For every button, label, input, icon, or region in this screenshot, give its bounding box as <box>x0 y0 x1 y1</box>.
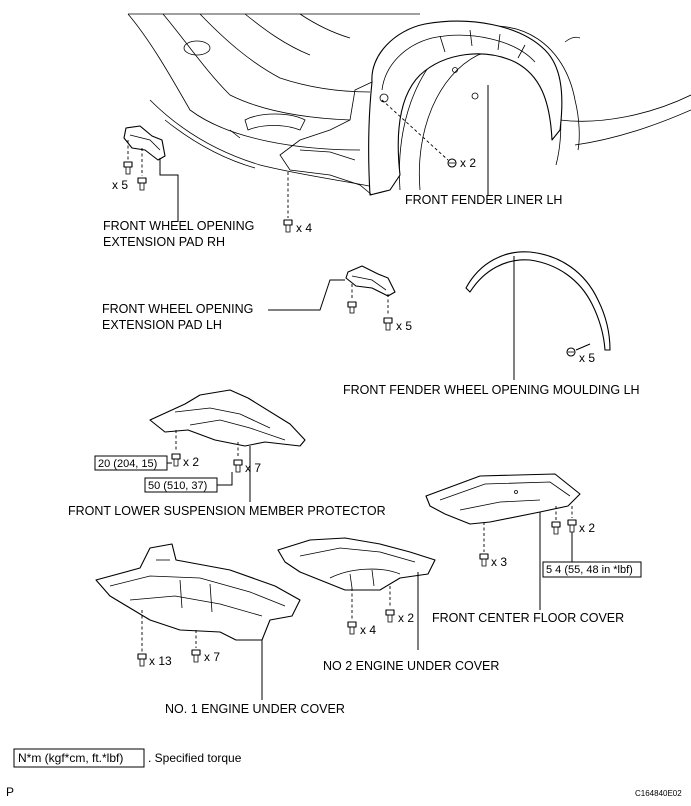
ext-pad-lh-label-1: FRONT WHEEL OPENING <box>102 302 253 316</box>
protector-count-b: x 7 <box>245 461 261 475</box>
suspension-protector-part <box>149 389 306 447</box>
pad-lh-screw-icon <box>347 301 393 331</box>
legend-unit-text: N*m (kgf*cm, ft.*lbf) <box>18 751 123 765</box>
no2-engine-under-cover-label: NO 2 ENGINE UNDER COVER <box>323 659 499 673</box>
torque-protector-b: 50 (510, 37) <box>148 480 207 492</box>
no1-bolt-icon <box>137 649 201 667</box>
suspension-protector-label: FRONT LOWER SUSPENSION MEMBER PROTECTOR <box>68 504 386 518</box>
torque-b-connector <box>217 472 233 486</box>
car-front-body-illustration <box>127 13 691 196</box>
liner-clip-count: x 2 <box>460 156 476 170</box>
pad-rh-screw-icon <box>123 161 147 191</box>
ext-pad-rh-label-2: EXTENSION PAD RH <box>103 235 225 249</box>
moulding-clip-count: x 5 <box>579 351 595 365</box>
liner-bottom-count: x 4 <box>296 221 312 235</box>
torque-protector-a: 20 (204, 15) <box>98 458 157 470</box>
pad-rh-leader <box>159 158 179 222</box>
floor-cover-count-b: x 2 <box>579 521 595 535</box>
no2-count-a: x 4 <box>360 623 376 637</box>
legend-unit-box <box>13 748 145 768</box>
no1-engine-under-cover-part <box>95 543 301 641</box>
footer-left-mark: P <box>6 785 14 799</box>
no2-engine-under-cover-part <box>277 537 436 591</box>
floor-cover-count-a: x 3 <box>491 555 507 569</box>
figure-id: C164840E02 <box>635 789 682 798</box>
moulding-clip-tick <box>575 343 591 351</box>
legend-description: . Specified torque <box>148 751 242 765</box>
pad-lh-leader <box>268 279 345 311</box>
no1-count-a: x 13 <box>149 654 172 668</box>
moulding-label: FRONT FENDER WHEEL OPENING MOULDING LH <box>343 383 640 397</box>
no1-engine-under-cover-label: NO. 1 ENGINE UNDER COVER <box>165 702 345 716</box>
protector-count-a: x 2 <box>183 455 199 469</box>
front-center-floor-cover-part <box>425 473 581 525</box>
extension-pad-rh-part <box>123 125 166 161</box>
moulding-clip-icon <box>566 347 576 357</box>
pad-lh-count: x 5 <box>396 319 412 333</box>
liner-clip-icon <box>447 158 457 168</box>
ext-pad-rh-label-1: FRONT WHEEL OPENING <box>103 219 254 233</box>
torque-box-floor-cover <box>542 561 642 578</box>
liner-bottom-clip-icon <box>283 219 293 233</box>
front-fender-liner-label: FRONT FENDER LINER LH <box>405 193 562 207</box>
front-center-floor-cover-label: FRONT CENTER FLOOR COVER <box>432 611 624 625</box>
torque-floor-cover: 5 4 (55, 48 in *lbf) <box>546 564 633 576</box>
extension-pad-lh-part <box>345 265 396 297</box>
no1-count-b: x 7 <box>204 650 220 664</box>
no2-bolt-icon <box>347 609 395 635</box>
pad-rh-count: x 5 <box>112 178 128 192</box>
no2-count-b: x 2 <box>398 611 414 625</box>
wheel-opening-moulding-part <box>465 251 611 351</box>
ext-pad-lh-label-2: EXTENSION PAD LH <box>102 318 222 332</box>
protector-bolt-icon <box>171 453 243 473</box>
liner-clip-guide <box>381 99 449 161</box>
